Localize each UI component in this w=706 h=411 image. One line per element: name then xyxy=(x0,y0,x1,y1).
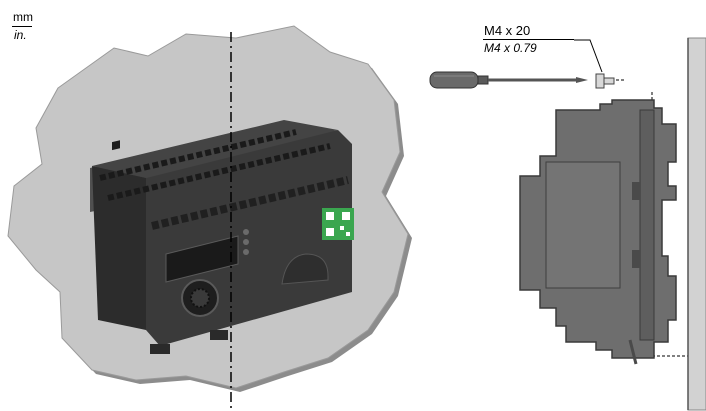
lcd-display xyxy=(165,235,239,283)
unit-mm-label: mm xyxy=(13,10,33,24)
screw-metric-label: M4 x 20 xyxy=(484,23,531,38)
mounting-rail xyxy=(687,37,706,411)
logic-controller-device xyxy=(90,120,354,354)
navigation-dial-icon xyxy=(181,279,219,317)
cover-hump xyxy=(281,253,329,285)
unit-fraction-line xyxy=(12,26,32,27)
status-led xyxy=(243,229,249,235)
screw-icon xyxy=(595,73,615,89)
unit-inch-label: in. xyxy=(14,28,27,42)
status-led xyxy=(243,249,249,255)
qr-code-icon xyxy=(322,208,354,240)
screw-leader-line xyxy=(574,39,603,73)
device-side-profile xyxy=(519,99,677,365)
upper-terminal-row xyxy=(112,140,120,151)
screw-label-line xyxy=(483,39,574,40)
screw-imperial-label: M4 x 0.79 xyxy=(484,41,537,55)
screwdriver-icon xyxy=(429,71,588,89)
status-led xyxy=(243,239,249,245)
